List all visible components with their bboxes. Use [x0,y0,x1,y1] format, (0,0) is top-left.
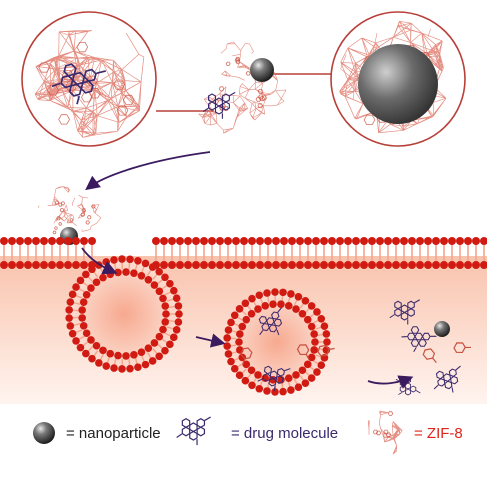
zif8-attached-b [63,194,102,232]
zif8-cluster-right [239,72,287,121]
drug-molecule-cyto-2 [401,326,437,353]
zif8-cluster-top [220,41,254,81]
endosome-budding [65,255,183,373]
nanoparticle-cyto [434,321,450,337]
arrow-to-endosome [195,333,226,348]
zif8-cage-icon [367,410,403,455]
drug-molecule-cyto-3 [433,365,461,393]
endosome-released [223,288,331,396]
nanoparticle-cluster [250,58,274,82]
linker-fragment-cyto-2 [453,342,472,354]
arrow-approach-cell [85,151,211,191]
cell-membrane [0,237,487,269]
arrow-endocytosis [81,247,118,275]
drug-molecule-legend-label: = drug molecule [231,425,339,442]
drug-molecule-cyto-1 [389,299,421,325]
zif8-legend-label: = ZIF-8 [414,425,463,442]
linker-fragment-1 [296,344,310,360]
drug-molecule-cluster [202,91,236,119]
linker-fragment-cyto-1 [422,348,437,364]
zif8-attached-a [38,186,76,222]
linker-fragment-3 [240,347,253,365]
drug-molecule-released-2 [257,365,291,391]
black-sphere-icon [33,422,55,444]
drug-molecule-released-1 [258,307,283,336]
nanoparticle-zoom [358,44,438,124]
drug-molecule-zoom [51,63,107,105]
drug-molecule-icon [176,416,211,446]
nanoparticle-legend-label: = nanoparticle [66,425,161,442]
zif8-attached-c [52,209,77,235]
arrow-release [367,375,414,389]
zif8-cluster-bottom-left [198,86,248,134]
linker-fragment-2 [317,344,335,357]
